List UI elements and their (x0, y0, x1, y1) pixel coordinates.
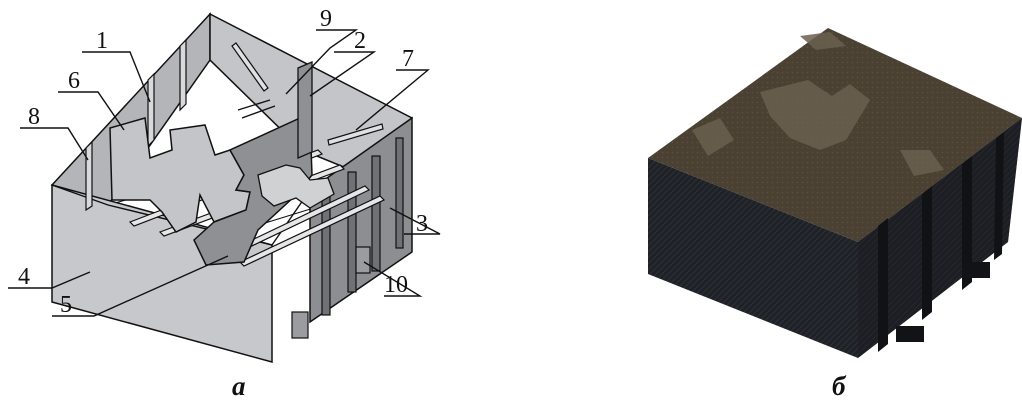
block-legs (896, 262, 990, 342)
label-2: 2 (354, 28, 366, 54)
label-10: 10 (384, 272, 408, 298)
panel-a-diagram: 1 2 3 4 5 6 7 8 9 10 а (8, 6, 441, 401)
label-7: 7 (402, 46, 414, 72)
label-8: 8 (28, 104, 40, 130)
right-wall-ribs (321, 137, 404, 316)
back-partition (297, 61, 313, 159)
caption-b: б (832, 371, 847, 401)
rod-7 (327, 123, 384, 146)
label-9: 9 (320, 6, 332, 32)
label-6: 6 (68, 68, 80, 94)
label-3: 3 (416, 211, 428, 237)
top-surface-patches (692, 32, 944, 176)
rod-9 (231, 42, 269, 92)
block-ribs (878, 132, 1004, 352)
block-left-face (648, 158, 858, 358)
panel-b-model: б (648, 28, 1022, 401)
caption-a: а (232, 371, 246, 401)
leader-lines (8, 29, 441, 317)
label-1: 1 (96, 28, 108, 54)
label-4: 4 (18, 264, 30, 290)
right-baffle (257, 164, 335, 209)
container-legs (291, 246, 371, 339)
label-5: 5 (60, 292, 72, 318)
front-wall (51, 184, 273, 363)
right-wall (309, 116, 413, 324)
